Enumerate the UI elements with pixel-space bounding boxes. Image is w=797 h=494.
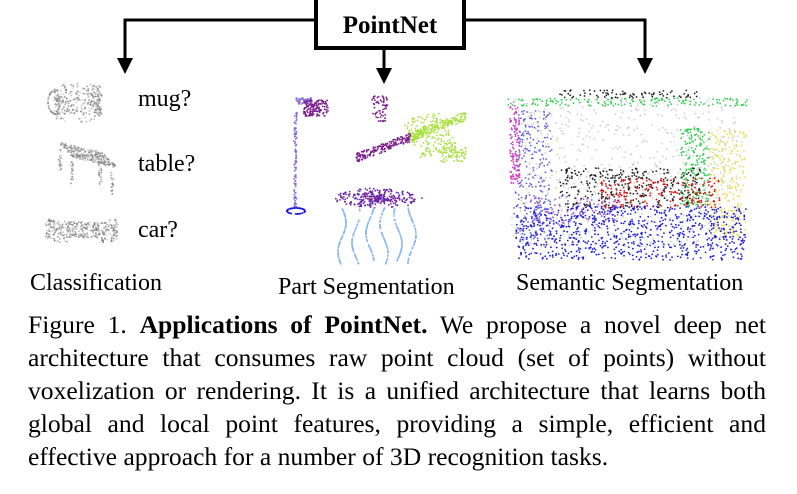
- diagram-svg: PointNet: [45, 0, 748, 265]
- mug-point-cloud: [47, 82, 103, 123]
- chandelier-point-cloud: [334, 187, 423, 265]
- arrow-heads: [117, 58, 653, 84]
- arrow-left: [123, 18, 316, 62]
- class-label-table: table?: [138, 151, 196, 177]
- pointnet-title: PointNet: [343, 12, 438, 39]
- caption-text: We propose a novel deep net architecture…: [28, 310, 767, 471]
- caption-bold-title: Applications of PointNet.: [139, 310, 428, 339]
- figure-caption: Figure 1. Applications of PointNet. We p…: [28, 308, 766, 473]
- caption-prefix: Figure 1.: [28, 310, 127, 339]
- classification-clouds: [45, 82, 119, 244]
- table-point-cloud: [57, 142, 116, 195]
- class-label-mug: mug?: [138, 86, 192, 112]
- lamp-point-cloud: [286, 97, 329, 215]
- room-point-cloud: [507, 89, 748, 261]
- part-seg-clouds: [286, 95, 467, 265]
- panel-title-semantic-segmentation: Semantic Segmentation: [516, 270, 744, 296]
- panel-title-part-segmentation: Part Segmentation: [278, 274, 455, 300]
- arrow-right: [464, 18, 647, 62]
- car-point-cloud: [45, 218, 119, 244]
- pointnet-title-box: PointNet: [314, 0, 466, 50]
- airplane-point-cloud: [355, 95, 467, 163]
- class-label-car: car?: [138, 217, 178, 243]
- pointnet-figure: PointNet mug? table? car? Classific: [30, 0, 748, 300]
- panel-title-classification: Classification: [30, 270, 162, 296]
